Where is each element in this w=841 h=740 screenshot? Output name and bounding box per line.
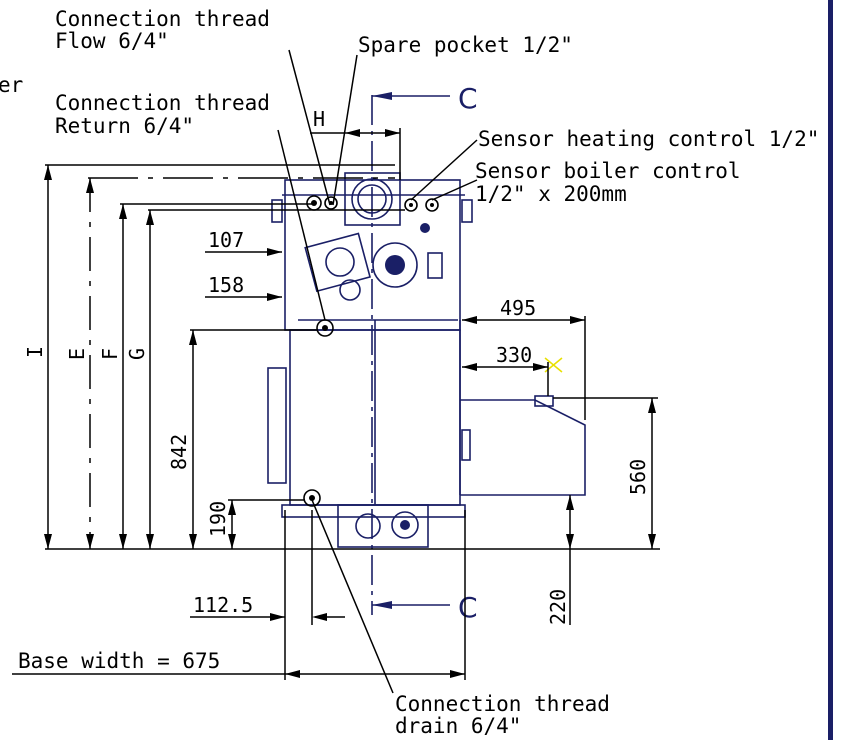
burner-assembly [304, 223, 443, 301]
dim-842: 842 [167, 434, 191, 470]
flow-connection-label-line1: Connection thread [55, 7, 270, 31]
dim-G: G [125, 348, 149, 360]
flow-connection-label-line2: Flow 6/4" [55, 29, 169, 53]
dim-330: 330 [496, 343, 532, 367]
sensor-boiler-label-line1: Sensor boiler control [475, 159, 741, 183]
pump-assembly [337, 504, 429, 548]
dim-158: 158 [208, 273, 244, 297]
dim-I: I [23, 346, 47, 358]
return-connection-label-line1: Connection thread [55, 91, 270, 115]
dim-495: 495 [500, 296, 536, 320]
frame-border [828, 0, 833, 740]
spare-pocket-label: Spare pocket 1/2" [358, 33, 573, 57]
arrowheads [44, 129, 656, 678]
dimension-lines [12, 49, 660, 694]
connection-points [303, 195, 439, 507]
dim-220: 220 [546, 589, 570, 625]
dim-560: 560 [626, 459, 650, 495]
dim-H: H [313, 107, 325, 131]
dim-107: 107 [208, 228, 244, 252]
sensor-boiler-label-line2: 1/2" x 200mm [475, 182, 627, 206]
base-width-label: Base width = 675 [18, 649, 220, 673]
return-connection-label-line2: Return 6/4" [55, 114, 194, 138]
dim-190: 190 [206, 501, 230, 537]
drain-connection-label-line2: drain 6/4" [395, 714, 521, 738]
edge-text-fragment: er [0, 73, 23, 97]
drain-connection-label-line1: Connection thread [395, 692, 610, 716]
section-label-top: C [458, 82, 478, 115]
pellet-hopper [459, 320, 586, 496]
dim-112-5: 112.5 [193, 593, 253, 617]
dim-E: E [65, 348, 89, 360]
dim-F: F [98, 348, 122, 360]
boiler-body [267, 179, 473, 518]
section-line [371, 92, 450, 615]
sensor-heating-label: Sensor heating control 1/2" [478, 127, 819, 151]
section-label-bottom: C [458, 591, 478, 624]
